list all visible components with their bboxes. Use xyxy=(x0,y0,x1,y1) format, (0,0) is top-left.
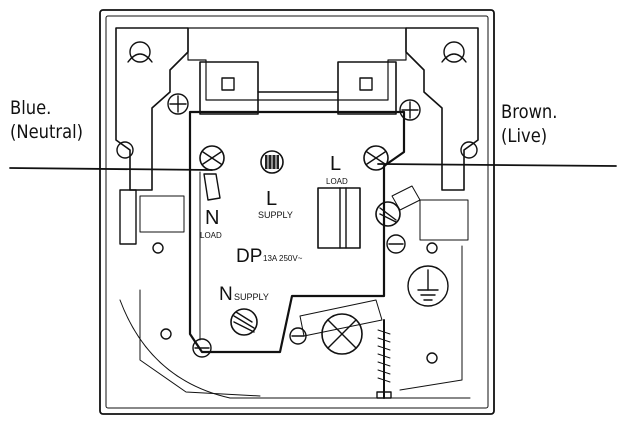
n-supply-letter: N xyxy=(219,284,233,305)
right-switch-window xyxy=(359,77,373,91)
live-load-terminal-screw-icon xyxy=(363,145,389,171)
left-lug-keyhole xyxy=(127,53,153,63)
fixing-screw-icon xyxy=(399,99,421,121)
fixing-screw-icon xyxy=(192,338,212,358)
earth-terminal-bracket xyxy=(391,185,421,211)
left-lug-hole-top xyxy=(129,41,151,63)
live-supply-terminal-icon xyxy=(260,150,284,174)
n-load-sub: LOAD xyxy=(200,231,222,240)
right-lug-hole-mid xyxy=(460,141,478,159)
left-switch-window xyxy=(221,77,235,91)
right-lug-keyhole xyxy=(441,53,467,63)
left-corner-curve xyxy=(119,299,231,399)
left-lug-hole-mid xyxy=(116,141,134,159)
fixing-screw-icon xyxy=(386,234,406,254)
n-load-letter: N xyxy=(205,207,219,229)
neutral-leader-line xyxy=(9,167,213,171)
neutral-load-terminal-screw-icon xyxy=(199,145,225,171)
l-load-letter: L xyxy=(330,153,341,175)
back-box-inner xyxy=(105,15,489,409)
back-box-outline xyxy=(99,9,495,415)
l-load-sub: LOAD xyxy=(326,177,348,186)
live-callout-line2: (Live) xyxy=(501,125,548,147)
left-bottom-hole xyxy=(160,328,172,340)
left-switch-block xyxy=(199,61,259,115)
live-leader-line xyxy=(377,163,617,167)
right-bottom-contour xyxy=(399,245,463,391)
right-wall-hole xyxy=(426,242,438,254)
right-switch-block xyxy=(337,61,397,115)
left-bottom-contour xyxy=(139,289,261,397)
left-wall-slot xyxy=(119,189,137,245)
neutral-callout-line2: (Neutral) xyxy=(10,121,84,143)
fixing-screw-icon xyxy=(167,93,189,115)
fixing-screw-icon xyxy=(289,327,307,345)
right-wall-block xyxy=(419,199,469,241)
l-supply-letter: L xyxy=(266,188,277,210)
neutral-callout: Blue. (Neutral) xyxy=(10,96,83,144)
l-supply-sub: SUPPLY xyxy=(258,210,293,220)
earth-terminal-screw-icon xyxy=(375,201,401,227)
left-wall-hole xyxy=(152,242,164,254)
cable-clamp-icon xyxy=(299,299,383,355)
earth-symbol-icon xyxy=(407,265,449,307)
live-callout-line1: Brown. xyxy=(501,101,558,123)
dp-rating-big: DP xyxy=(236,246,262,267)
neutral-load-contact xyxy=(203,173,221,201)
n-supply-sub: SUPPLY xyxy=(234,292,269,302)
dp-rating-small: 13A 250V~ xyxy=(263,254,303,263)
right-lug-hole-top xyxy=(443,41,465,63)
neutral-supply-terminal-screw-icon xyxy=(230,308,258,336)
left-wall-block xyxy=(139,195,185,233)
neutral-callout-line1: Blue. xyxy=(10,97,52,119)
right-bottom-hole xyxy=(426,352,438,364)
switch-housing xyxy=(187,27,407,101)
live-load-terminal-block xyxy=(317,187,361,249)
terminal-plate xyxy=(188,110,406,354)
left-fixing-lug xyxy=(115,27,189,191)
earth-screw-icon xyxy=(376,319,392,399)
right-fixing-lug xyxy=(405,27,479,191)
live-callout: Brown. (Live) xyxy=(501,100,557,148)
